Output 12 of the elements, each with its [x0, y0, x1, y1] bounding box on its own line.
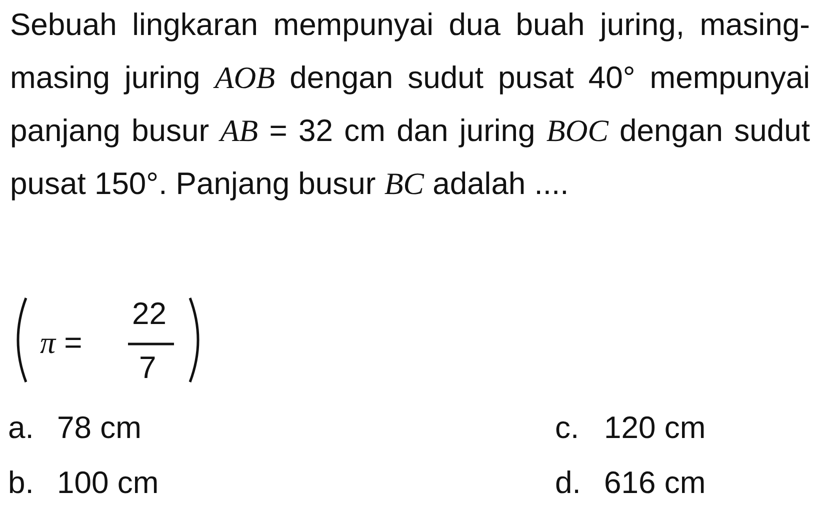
equation-text: π =	[40, 325, 82, 361]
option-value: 616 cm	[604, 465, 706, 501]
question-text: Sebuah lingkaran mempunyai dua buah juring, masing-masing juring AOB dengan sudut pusat 40° mempunyai panjang busur AB = 32 cm dan juring BOC dengan sudut pusat 150°. Panjang busur BC adalah ....	[10, 6, 810, 203]
numerator: 22	[132, 296, 166, 332]
option-letter: c.	[555, 410, 580, 446]
option-value: 100 cm	[57, 465, 159, 501]
option-letter: b.	[8, 465, 34, 501]
option-letter: a.	[8, 410, 34, 446]
denominator: 7	[139, 350, 156, 386]
option-value: 78 cm	[57, 410, 142, 446]
option-value: 120 cm	[604, 410, 706, 446]
option-letter: d.	[555, 465, 581, 501]
